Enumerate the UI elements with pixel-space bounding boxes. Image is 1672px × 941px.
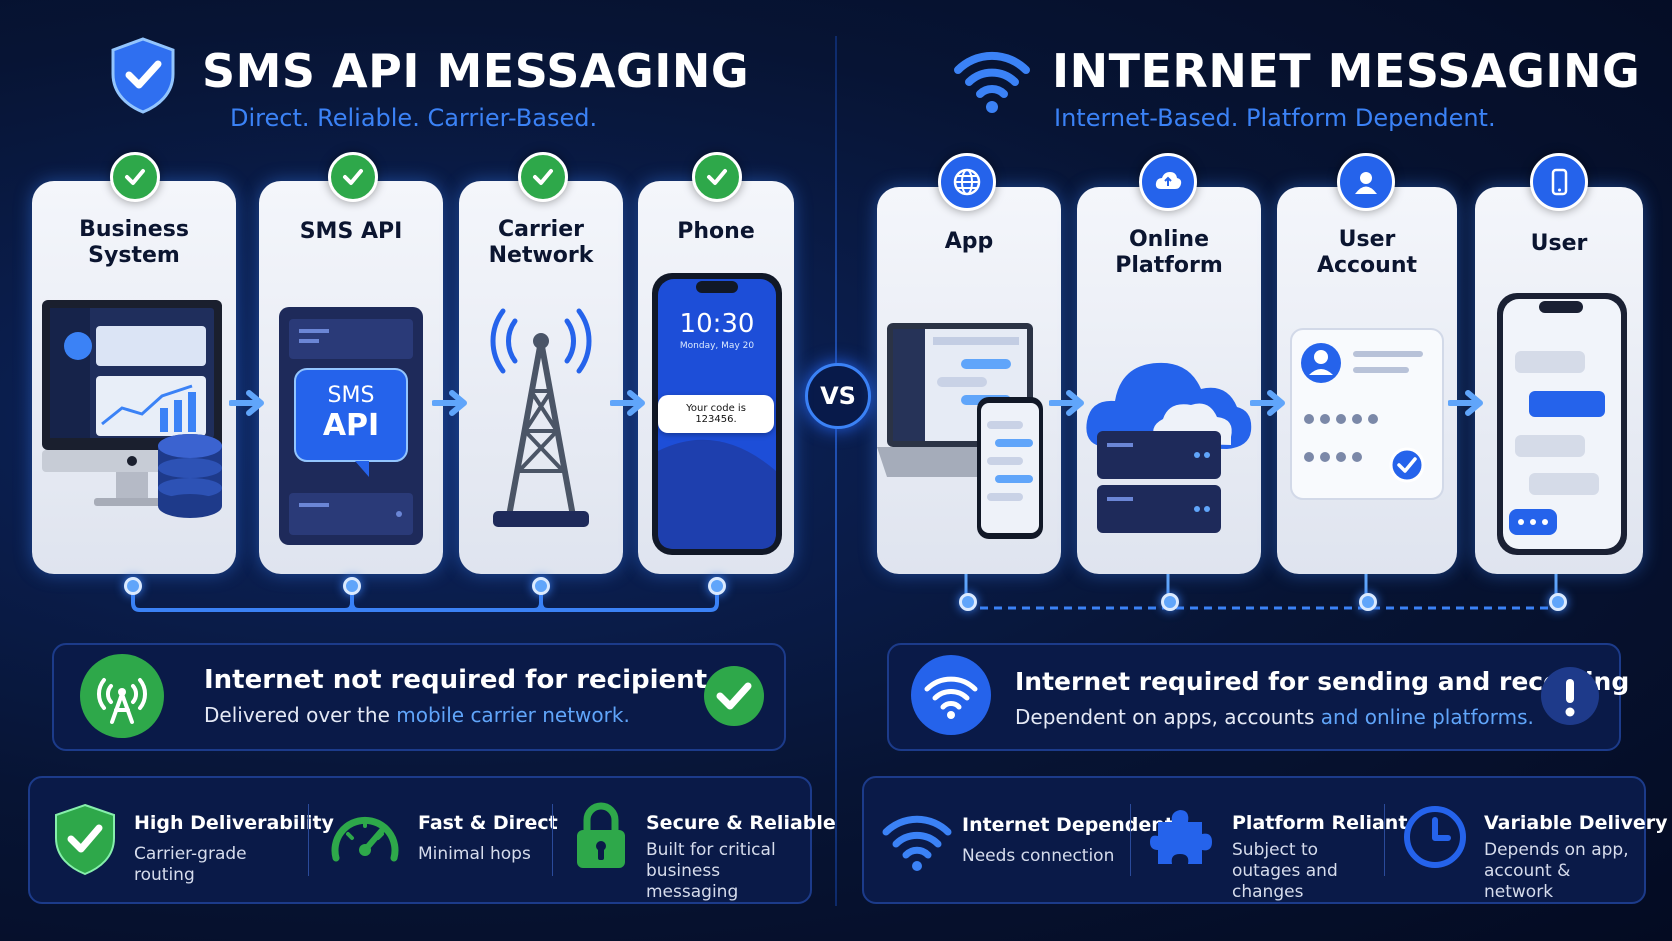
check-badge-icon <box>692 152 742 202</box>
feature-desc: Needs connection <box>962 846 1115 866</box>
connector-node <box>959 593 977 611</box>
feature-desc: Minimal hops <box>418 844 531 864</box>
sms-message-bubble: Your code is 123456. <box>658 395 774 433</box>
cloud-icon <box>1139 153 1197 211</box>
step-card-phone: Phone 10:30 Monday, May 20 Your code is … <box>638 181 794 574</box>
wifi-icon <box>882 808 952 872</box>
step-label: Phone <box>677 219 755 244</box>
vs-badge: VS <box>805 363 871 429</box>
step-label: App <box>944 229 994 254</box>
step-label: User <box>1530 231 1588 256</box>
account-form-icon <box>1277 327 1457 557</box>
left-panel-subtitle: Delivered over the mobile carrier networ… <box>204 703 630 727</box>
server-icon: SMS API <box>259 301 443 561</box>
left-title: SMS API MESSAGING <box>202 44 750 98</box>
chat-phone-icon <box>1475 291 1643 561</box>
step-label: Carrier Network <box>488 217 594 268</box>
phone-icon: 10:30 Monday, May 20 Your code is 123456… <box>638 271 794 571</box>
wifi-icon <box>952 40 1032 116</box>
arrow-right-icon <box>228 388 269 422</box>
left-info-panel: Internet not required for recipient Deli… <box>52 643 786 751</box>
right-panel-title: Internet required for sending and receiv… <box>1015 667 1630 696</box>
step-label: SMS API <box>299 219 403 244</box>
shield-check-icon <box>108 36 178 114</box>
cloud-server-icon <box>1077 327 1261 567</box>
center-divider <box>835 36 837 906</box>
check-circle-icon <box>702 664 766 728</box>
right-info-panel: Internet required for sending and receiv… <box>887 643 1629 751</box>
sms-api-box-label: SMS API <box>322 383 380 443</box>
arrow-right-icon <box>1447 388 1488 422</box>
step-card-app: App <box>877 187 1061 574</box>
feature-title: Variable Delivery <box>1484 812 1668 834</box>
feature-title: Secure & Reliable <box>646 812 836 834</box>
shield-check-icon <box>52 802 118 876</box>
step-card-user: User <box>1475 187 1643 574</box>
right-panel-subtitle: Dependent on apps, accounts and online p… <box>1015 705 1534 729</box>
feature-separator <box>308 804 309 876</box>
connector-node <box>343 577 361 595</box>
right-features-bar: Internet Dependent Needs connection Plat… <box>862 776 1668 904</box>
left-panel-title: Internet not required for recipient <box>204 665 708 695</box>
lock-icon <box>572 800 630 872</box>
speedometer-icon <box>328 804 402 870</box>
step-card-carrier-network: Carrier Network <box>459 181 623 574</box>
connector-node <box>1359 593 1377 611</box>
tower-icon <box>459 291 623 551</box>
feature-desc: Subject to outages and changes <box>1232 840 1338 902</box>
solid-connector-line <box>125 585 725 619</box>
left-features-bar: High Deliverability Carrier-grade routin… <box>28 776 836 904</box>
feature-title: High Deliverability <box>134 812 334 834</box>
feature-separator <box>1384 804 1385 876</box>
feature-separator <box>552 804 553 876</box>
wifi-circle-icon <box>909 653 993 737</box>
check-badge-icon <box>328 152 378 202</box>
laptop-phone-icon <box>877 317 1061 567</box>
phone-date: Monday, May 20 <box>679 341 755 351</box>
dashed-connector-line <box>960 572 1570 616</box>
feature-desc: Depends on app, account & network <box>1484 840 1629 902</box>
step-card-business-system: Business System <box>32 181 236 574</box>
step-label: Online Platform <box>1115 227 1223 278</box>
right-subtitle: Internet-Based. Platform Dependent. <box>1054 104 1496 132</box>
exclamation-icon <box>1539 665 1601 727</box>
connector-node <box>532 577 550 595</box>
signal-tower-icon <box>78 652 166 740</box>
feature-title: Fast & Direct <box>418 812 558 834</box>
arrow-right-icon <box>1048 388 1089 422</box>
connector-node <box>124 577 142 595</box>
arrow-right-icon <box>431 388 472 422</box>
check-badge-icon <box>110 152 160 202</box>
check-badge-icon <box>518 152 568 202</box>
feature-desc: Carrier-grade routing <box>134 844 247 885</box>
arrow-right-icon <box>1249 388 1290 422</box>
user-icon <box>1337 153 1395 211</box>
puzzle-icon <box>1150 802 1216 872</box>
feature-separator <box>1130 804 1131 876</box>
right-title: INTERNET MESSAGING <box>1052 44 1641 98</box>
clock-icon <box>1402 804 1468 870</box>
connector-node <box>708 577 726 595</box>
step-card-online-platform: Online Platform <box>1077 187 1261 574</box>
phone-time: 10:30 <box>679 309 755 339</box>
arrow-right-icon <box>609 388 650 422</box>
feature-desc: Built for critical business messaging <box>646 840 776 902</box>
left-subtitle: Direct. Reliable. Carrier-Based. <box>230 104 598 132</box>
monitor-icon <box>32 296 236 556</box>
globe-icon <box>938 153 996 211</box>
connector-node <box>1549 593 1567 611</box>
step-card-sms-api: SMS API SMS API <box>259 181 443 574</box>
mobile-icon <box>1530 153 1588 211</box>
feature-title: Internet Dependent <box>962 814 1174 836</box>
step-card-user-account: User Account <box>1277 187 1457 574</box>
step-label: User Account <box>1316 227 1418 278</box>
connector-node <box>1161 593 1179 611</box>
feature-title: Platform Reliant <box>1232 812 1408 834</box>
step-label: Business System <box>79 217 189 268</box>
